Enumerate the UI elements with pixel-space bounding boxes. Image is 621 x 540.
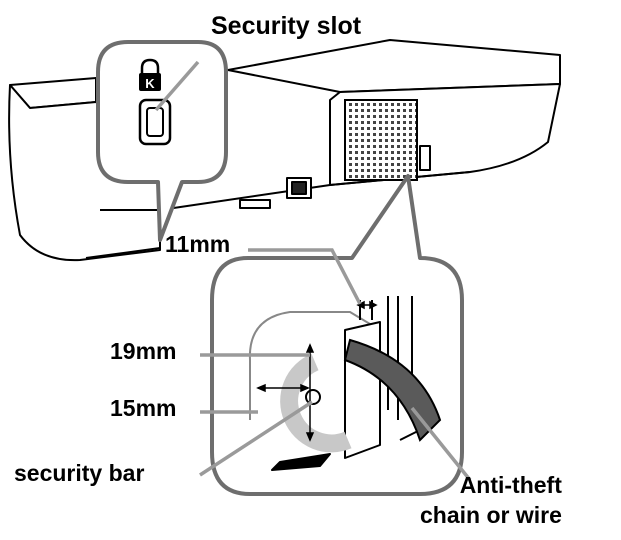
zoom-callout [210, 174, 464, 496]
height-dimension-label: 19mm [110, 338, 177, 364]
projector-body [8, 39, 561, 262]
vent-grille [344, 99, 418, 181]
anti-theft-chain-label: Anti-theft chain or wire [420, 472, 562, 528]
svg-text:K: K [145, 76, 155, 91]
security-bar-label: security bar [14, 460, 145, 486]
width-dimension-label: 11mm [165, 231, 231, 257]
security-slot-callout [96, 40, 228, 242]
depth-dimension-label: 15mm [110, 395, 177, 421]
dimension-markers [256, 300, 378, 442]
slot-pointer-line [154, 60, 200, 112]
kensington-lock-icon: K [139, 58, 161, 91]
security-slot-label: Security slot [211, 12, 362, 40]
label-pointers [199, 248, 472, 482]
